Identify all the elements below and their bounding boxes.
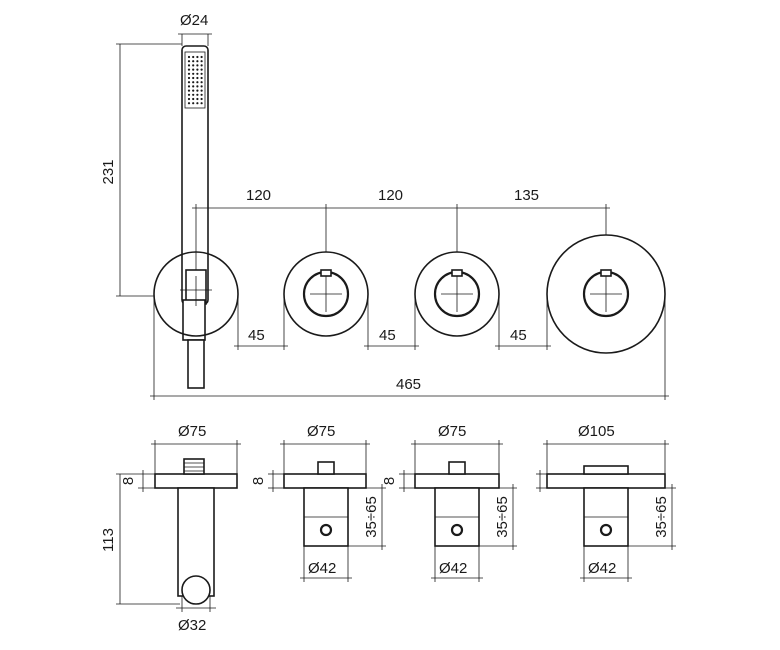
spray-nozzle-dot [196, 81, 199, 84]
spray-nozzle-dot [187, 89, 191, 92]
spray-nozzle-dot [192, 102, 195, 105]
spray-nozzle-dot [192, 60, 195, 63]
spray-nozzle-dot [187, 93, 191, 96]
spray-nozzle-dot [187, 60, 191, 63]
spray-nozzle-dot [187, 97, 191, 101]
gap-2-label: 45 [379, 327, 396, 344]
valve-1-body-dia-label: Ø42 [308, 560, 336, 577]
spray-nozzle-dot [200, 68, 203, 71]
valve-3-front [546, 234, 666, 354]
diverter-side: Ø75 8 113 Ø32 [100, 423, 241, 634]
valve-1-depth-label: 35÷65 [363, 496, 380, 538]
spacing-3-label: 135 [514, 187, 539, 204]
valve-3-body-dia-label: Ø42 [588, 560, 616, 577]
spray-nozzle-dot [200, 89, 203, 92]
spray-nozzle-dot [196, 72, 199, 75]
diverter-outlet-dia-label: Ø32 [178, 617, 206, 634]
spray-nozzle-dot [200, 55, 203, 59]
gap-1-label: 45 [248, 327, 265, 344]
spray-nozzle-dot [196, 102, 199, 105]
spacing-2-label: 120 [378, 187, 403, 204]
spray-nozzle-dot [200, 93, 203, 96]
spray-nozzle-dot [200, 81, 203, 84]
hand-shower [181, 45, 209, 389]
spray-nozzle-dot [192, 97, 195, 101]
spray-nozzle-dot [187, 72, 191, 75]
valve-1-side: Ø75 8 35÷65 Ø42 [250, 423, 386, 582]
spray-nozzle-dot [196, 85, 199, 88]
overall-width-label: 465 [396, 376, 421, 393]
valve-2-thickness-label: 8 [381, 477, 398, 485]
diverter-plate-dia-label: Ø75 [178, 423, 206, 440]
diverter-thickness-label: 8 [120, 477, 137, 485]
spray-nozzle-dot [196, 55, 199, 59]
valve-1-plate-dia-label: Ø75 [307, 423, 335, 440]
spray-nozzle-dot [192, 68, 195, 71]
spray-nozzle-dot [187, 81, 191, 84]
valve-2-side: Ø75 8 35÷65 Ø42 [381, 423, 517, 582]
spray-nozzle-dot [200, 85, 203, 88]
spray-nozzle-dot [192, 89, 195, 92]
valve-2-depth-label: 35÷65 [494, 496, 511, 538]
valve-1-thickness-label: 8 [250, 477, 267, 485]
spray-nozzle-dot [196, 89, 199, 92]
front-view: Ø24 231 120 120 135 45 45 45 465 [100, 12, 669, 400]
diverter-depth-label: 113 [100, 528, 117, 552]
spray-nozzle-dot [192, 55, 195, 59]
spray-nozzle-dot [192, 93, 195, 96]
spray-nozzle-dot [196, 68, 199, 71]
spray-nozzle-dot [196, 64, 199, 67]
spray-nozzle-dot [200, 102, 203, 105]
spray-nozzle-dot [200, 60, 203, 63]
spray-nozzle-dot [187, 102, 191, 105]
spray-nozzle-grid [187, 55, 203, 105]
spray-nozzle-dot [187, 55, 191, 59]
spacing-1-label: 120 [246, 187, 271, 204]
spray-nozzle-dot [187, 64, 191, 67]
spray-nozzle-dot [192, 81, 195, 84]
spray-nozzle-dot [196, 97, 199, 101]
spray-nozzle-dot [200, 97, 203, 101]
valve-2-plate-dia-label: Ø75 [438, 423, 466, 440]
spray-nozzle-dot [196, 93, 199, 96]
valve-1-front [283, 251, 369, 337]
valve-2-body-dia-label: Ø42 [439, 560, 467, 577]
spray-nozzle-dot [187, 76, 191, 80]
spray-nozzle-dot [192, 64, 195, 67]
valve-3-side: Ø105 35÷65 Ø42 [536, 423, 676, 582]
spray-nozzle-dot [200, 64, 203, 67]
spray-nozzle-dot [196, 60, 199, 63]
valve-3-plate-dia-label: Ø105 [578, 423, 615, 440]
spray-nozzle-dot [196, 76, 199, 80]
valve-3-depth-label: 35÷65 [653, 496, 670, 538]
spray-nozzle-dot [192, 72, 195, 75]
spray-nozzle-dot [200, 76, 203, 80]
gap-3-label: 45 [510, 327, 527, 344]
side-views: Ø75 8 113 Ø32 Ø75 [100, 423, 676, 634]
handle-diameter-label: Ø24 [180, 12, 208, 29]
spray-nozzle-dot [187, 68, 191, 71]
valve-2-front [414, 251, 500, 337]
spray-nozzle-dot [187, 85, 191, 88]
spray-nozzle-dot [192, 76, 195, 80]
handle-height-label: 231 [100, 159, 117, 184]
spray-nozzle-dot [192, 85, 195, 88]
spray-nozzle-dot [200, 72, 203, 75]
